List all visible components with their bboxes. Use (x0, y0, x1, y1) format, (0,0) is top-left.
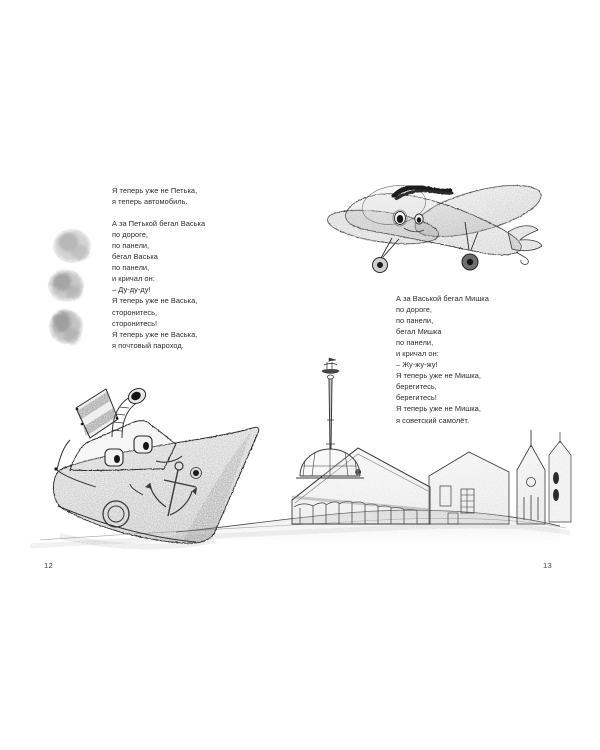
eye-window-right (133, 435, 153, 454)
shoreline-illustration (29, 509, 571, 549)
ship-weathervane-icon (321, 357, 340, 374)
airplane-tail (507, 225, 543, 265)
anchor-icon (129, 461, 197, 517)
airplane-fuselage (345, 193, 522, 256)
smoke-puffs-illustration (48, 229, 91, 344)
steamship-hull (53, 426, 260, 544)
steamship-wheelhouse (54, 420, 183, 488)
hull-rivet (190, 467, 202, 479)
airplane-face-eye-left (394, 211, 406, 225)
eye-window-left (104, 448, 124, 467)
gothic-church (516, 430, 572, 525)
colonnade-building (291, 447, 431, 525)
airplane-wheel-left (372, 237, 400, 273)
airplane-lower-wing (327, 209, 439, 245)
airplane-hair-scribble (391, 184, 454, 201)
airplane-face (361, 184, 454, 233)
poem-right-page: А за Васькой бегал Мишка по дороге, по п… (396, 294, 489, 425)
porthole-icon (102, 500, 130, 528)
steamship-exhaust-pipe (111, 388, 147, 439)
spire (326, 374, 335, 450)
poem-left-page: Я теперь уже не Петька, я теперь автомоб… (112, 186, 206, 350)
airplane-upper-wing (414, 184, 542, 238)
steamship-illustration (53, 388, 260, 550)
airplane-illustration (327, 184, 543, 273)
airplane-face-eye-right (414, 213, 424, 225)
page-number-left: 12 (44, 561, 54, 570)
warehouse (428, 451, 510, 525)
steamship-funnel (75, 388, 119, 439)
admiralty-dome (296, 448, 364, 479)
airplane-wheel-right (461, 221, 479, 271)
page-number-right: 13 (543, 561, 553, 570)
